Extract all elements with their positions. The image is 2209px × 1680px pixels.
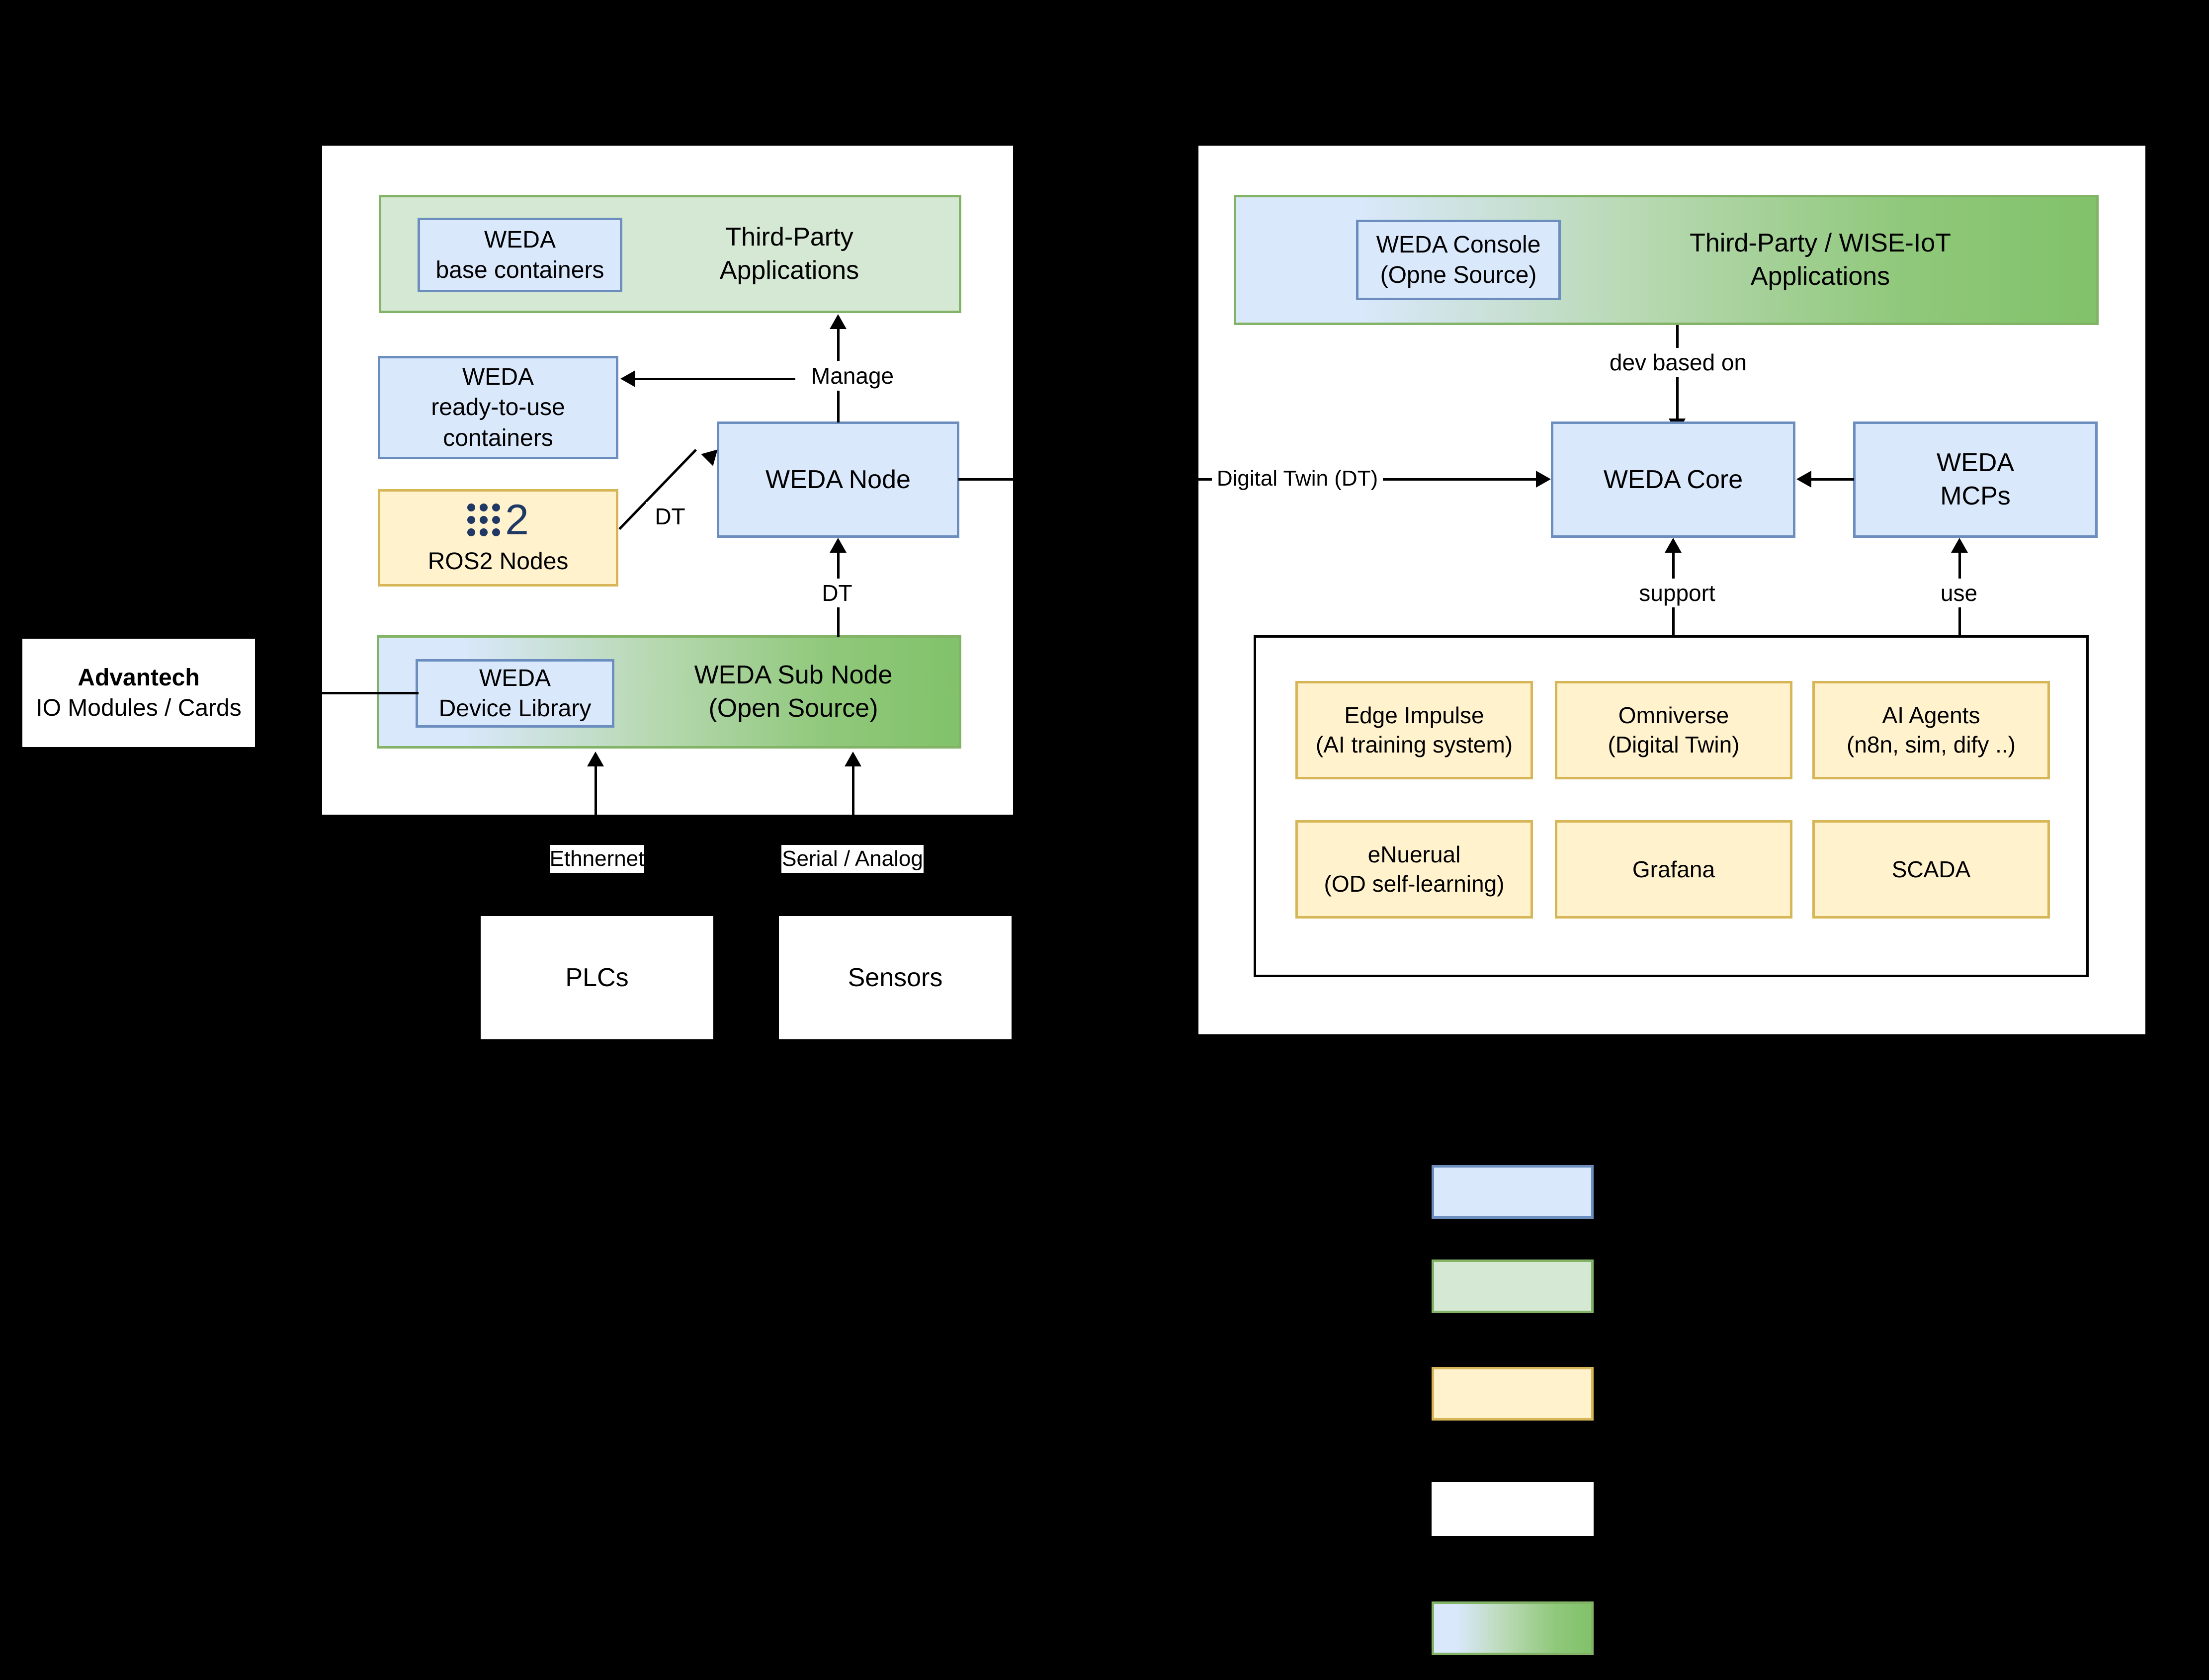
ros2-dot-grid-icon: 2 — [467, 499, 529, 541]
tool-label-edge-impulse: Edge Impulse (AI training system) — [1315, 702, 1513, 757]
plcs-box[interactable]: PLCs — [478, 914, 716, 1042]
plcs-label: PLCs — [565, 963, 629, 992]
support-edge-arrow — [1665, 538, 1682, 553]
manage-edge-arrow — [830, 314, 847, 329]
serial-edge-arrow — [845, 752, 861, 766]
dt-subnode-edge-arrow — [830, 538, 847, 553]
weda-console-box[interactable]: WEDA Console (Opne Source) — [1356, 220, 1561, 300]
ethernet-link-label: Ethnernet — [550, 845, 644, 873]
serial-edge-line — [852, 765, 854, 910]
weda-device-library-box[interactable]: WEDA Device Library — [416, 659, 614, 728]
digital-twin-edge-label: Digital Twin (DT) — [1212, 464, 1383, 493]
sensors-label: Sensors — [848, 963, 943, 992]
weda-node-box[interactable]: WEDA Node — [717, 421, 959, 538]
digital-twin-edge-arrow — [1536, 471, 1551, 488]
weda-base-containers-box[interactable]: WEDA base containers — [418, 218, 622, 292]
weda-mcps-label: WEDA MCPs — [1937, 448, 2014, 510]
advantech-connector-line — [256, 692, 419, 694]
serial-analog-link-label: Serial / Analog — [781, 845, 924, 873]
tool-label-grafana: Grafana — [1632, 856, 1715, 882]
manage-edge-arrow-left — [620, 370, 635, 387]
tool-box-enuerual[interactable]: eNuerual (OD self-learning) — [1295, 820, 1533, 919]
weda-node-label: WEDA Node — [765, 465, 911, 494]
ros2-number: 2 — [505, 496, 529, 544]
weda-device-library-label: WEDA Device Library — [438, 665, 592, 722]
tool-label-ai-agents: AI Agents (n8n, sim, dify ..) — [1847, 702, 2016, 757]
tool-box-grafana[interactable]: Grafana — [1555, 820, 1792, 919]
dev-based-on-edge-label: dev based on — [1604, 348, 1753, 377]
mcps-to-core-edge-line — [1811, 478, 1854, 481]
tool-label-enuerual: eNuerual (OD self-learning) — [1324, 841, 1505, 897]
third-party-applications-label: Third-Party Applications — [719, 223, 859, 285]
mcps-to-core-edge-arrow — [1796, 471, 1811, 488]
legend-swatch-green — [1432, 1260, 1594, 1313]
ros2-nodes-label: ROS2 Nodes — [427, 548, 569, 575]
ethernet-edge-line — [595, 765, 597, 910]
ethernet-edge-arrow — [587, 752, 604, 766]
third-party-applications-group: Third-Party Applications — [379, 195, 961, 313]
tool-box-omniverse[interactable]: Omniverse (Digital Twin) — [1555, 681, 1792, 779]
use-edge-label: use — [1927, 579, 1991, 607]
support-edge-label: support — [1627, 579, 1727, 607]
ros2-nodes-box[interactable]: 2 ROS2 Nodes — [378, 489, 618, 587]
advantech-title: Advantech — [78, 664, 200, 691]
sensors-box[interactable]: Sensors — [776, 914, 1014, 1042]
weda-sub-node-group: WEDA Sub Node (Open Source) — [377, 635, 961, 749]
third-party-wise-iot-label: Third-Party / WISE-IoT Applications — [1690, 229, 1951, 291]
dt-subnode-edge-label: DT — [813, 579, 861, 607]
tool-box-edge-impulse[interactable]: Edge Impulse (AI training system) — [1295, 681, 1533, 779]
legend-swatch-gradient — [1432, 1601, 1594, 1655]
weda-base-containers-label: WEDA base containers — [435, 226, 604, 283]
weda-core-label: WEDA Core — [1603, 465, 1743, 494]
advantech-subtitle: IO Modules / Cards — [36, 695, 242, 721]
tool-box-scada[interactable]: SCADA — [1812, 820, 2050, 919]
legend-swatch-blue — [1432, 1165, 1594, 1219]
legend-swatch-yellow — [1432, 1367, 1594, 1421]
advantech-io-modules-box[interactable]: Advantech IO Modules / Cards — [20, 636, 257, 750]
weda-mcps-box[interactable]: WEDA MCPs — [1853, 421, 2098, 538]
manage-edge-label: Manage — [795, 361, 910, 391]
weda-node-right-stub — [958, 478, 1018, 481]
weda-console-label: WEDA Console (Opne Source) — [1376, 231, 1541, 288]
tool-box-ai-agents[interactable]: AI Agents (n8n, sim, dify ..) — [1812, 681, 2050, 779]
use-edge-arrow — [1951, 538, 1968, 553]
tool-label-scada: SCADA — [1891, 856, 1971, 882]
weda-ready-to-use-containers-box[interactable]: WEDA ready-to-use containers — [378, 356, 618, 459]
manage-edge-hline — [635, 378, 838, 380]
weda-sub-node-label: WEDA Sub Node (Open Source) — [694, 661, 893, 723]
dt-ros2-edge-label: DT — [646, 502, 694, 531]
weda-ready-to-use-containers-label: WEDA ready-to-use containers — [431, 363, 565, 451]
weda-core-box[interactable]: WEDA Core — [1551, 421, 1795, 538]
tool-label-omniverse: Omniverse (Digital Twin) — [1608, 702, 1740, 757]
legend-swatch-white — [1432, 1482, 1594, 1536]
